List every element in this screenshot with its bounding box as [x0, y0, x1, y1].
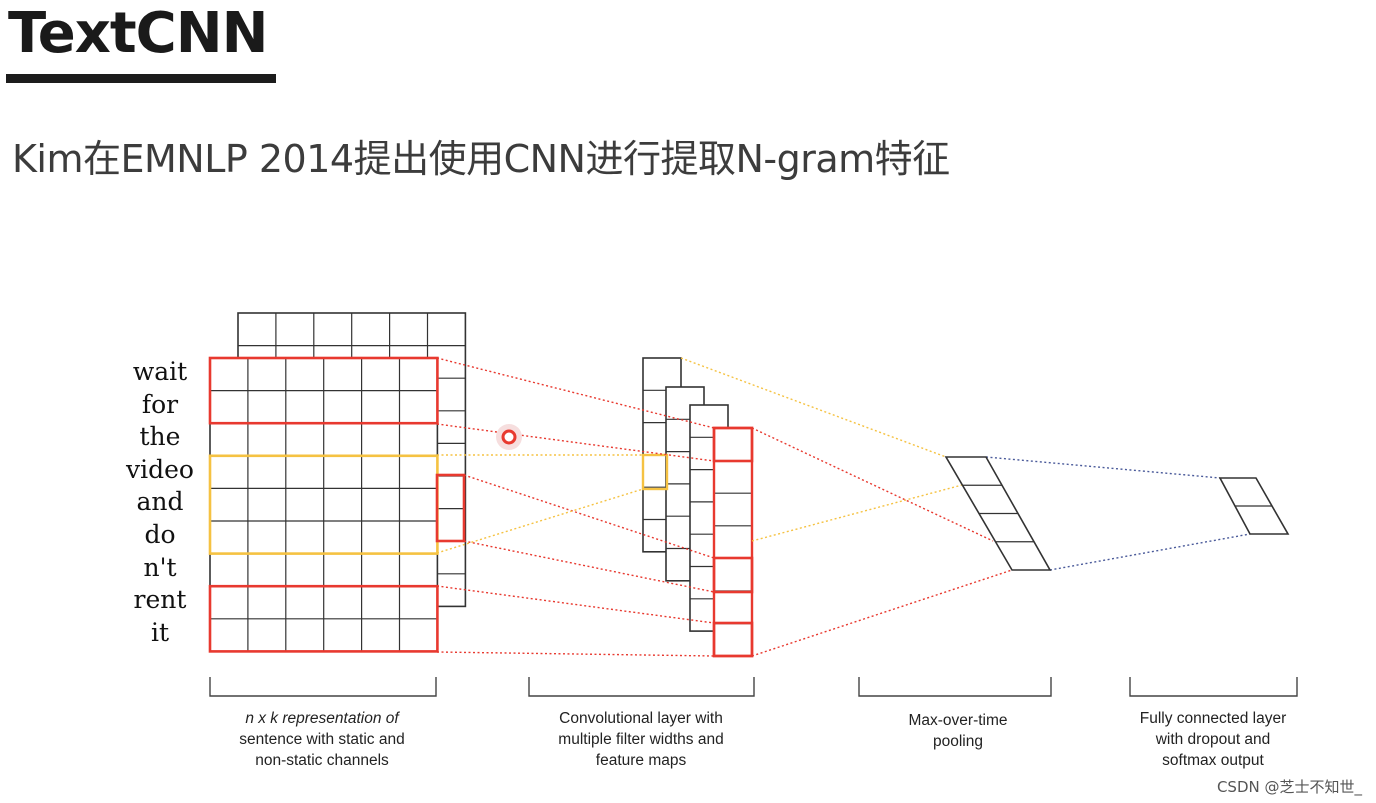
- caption-line: multiple filter widths and: [558, 731, 724, 748]
- feature-map-cell-yellow: [641, 453, 669, 491]
- word-label: wait: [132, 357, 188, 386]
- word-label: for: [141, 389, 179, 419]
- caption-line: feature maps: [595, 752, 687, 769]
- section-bracket: [209, 677, 437, 697]
- slide-subtitle: Kim在EMNLP 2014提出使用CNN进行提取N-gram特征: [12, 137, 950, 181]
- connection-lines: [436, 357, 1251, 657]
- feature-map-columns: [641, 357, 754, 658]
- input-highlights: [208, 356, 466, 653]
- fully-connected-layer: [1218, 477, 1290, 535]
- cursor-dot: [501, 429, 517, 445]
- connection-line-blue: [1049, 533, 1251, 571]
- connection-line-red: [436, 423, 715, 462]
- word-label: video: [126, 454, 194, 484]
- filter-window-red-bottom: [208, 584, 439, 653]
- connection-line-red: [436, 651, 715, 657]
- word-label: and: [136, 487, 184, 517]
- word-label: rent: [133, 585, 187, 615]
- caption-fc: Fully connected layer with dropout and s…: [1118, 708, 1308, 771]
- feature-map-cell-red: [712, 621, 754, 658]
- connection-line-red: [463, 540, 715, 593]
- section-bracket: [528, 677, 755, 697]
- title-underline: [6, 74, 276, 83]
- caption-pool: Max-over-time pooling: [858, 710, 1058, 752]
- connection-line-yellow: [436, 488, 644, 554]
- caption-line: Convolutional layer with: [559, 710, 723, 727]
- section-bracket: [858, 677, 1052, 697]
- caption-line: n x k representation of: [245, 710, 399, 727]
- watermark: CSDN @芝士不知世_: [1216, 778, 1362, 796]
- section-brackets: [209, 677, 1298, 697]
- connection-line-yellow: [751, 484, 963, 542]
- section-bracket: [1129, 677, 1298, 697]
- slide-title: TextCNN: [8, 1, 268, 66]
- word-label: it: [150, 617, 170, 647]
- caption-conv: Convolutional layer with multiple filter…: [526, 708, 756, 771]
- caption-line: with dropout and: [1155, 731, 1271, 748]
- word-label: the: [139, 422, 181, 452]
- back-window-red: [435, 473, 466, 543]
- filter-window-red-top: [208, 356, 439, 425]
- caption-line: non-static channels: [255, 752, 389, 769]
- connection-line-blue: [985, 456, 1221, 479]
- connection-line-red: [751, 427, 994, 542]
- connection-line-yellow: [680, 357, 947, 458]
- cursor-marker: [496, 424, 522, 450]
- connection-line-red: [463, 474, 715, 559]
- caption-line: softmax output: [1162, 752, 1264, 769]
- caption-input: n x k representation of sentence with st…: [206, 708, 438, 771]
- caption-line: Fully connected layer: [1139, 710, 1287, 727]
- caption-line: Max-over-time: [908, 712, 1008, 729]
- caption-line: sentence with static and: [239, 731, 405, 748]
- input-words: wait for the video and do n't rent it: [120, 356, 200, 649]
- max-pool-layer: [944, 456, 1052, 571]
- word-label: n't: [143, 552, 177, 582]
- caption-line: pooling: [933, 733, 983, 750]
- connection-line-red: [436, 585, 715, 624]
- word-label: do: [144, 519, 176, 549]
- feature-map-cell-red: [712, 556, 754, 594]
- feature-map-cell-red: [712, 426, 754, 463]
- connection-line-red: [751, 569, 1013, 657]
- front-channel-matrix: [209, 357, 439, 653]
